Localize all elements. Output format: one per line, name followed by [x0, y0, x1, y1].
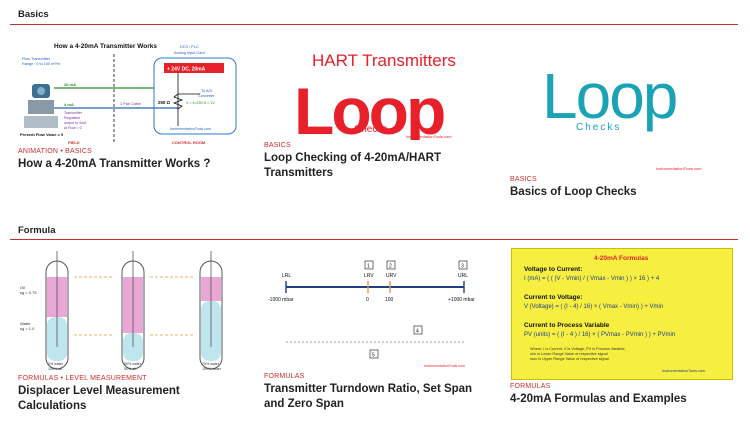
svg-text:2: 2	[389, 264, 392, 270]
post-category[interactable]: FORMULAS • LEVEL MEASUREMENT	[18, 375, 147, 382]
tx-range: Range : 0 to 100 m³/hr	[22, 62, 61, 66]
post-title[interactable]: Transmitter Turndown Ratio, Set Span and…	[264, 383, 473, 410]
section-heading-formula: Formula	[18, 225, 56, 236]
svg-text:Oil: Oil	[20, 285, 25, 290]
svg-text:sg = 1.0: sg = 1.0	[20, 326, 35, 331]
section-heading-basics: Basics	[18, 9, 49, 20]
svg-text:V = 4×250 Ω = 1V: V = 4×250 Ω = 1V	[186, 101, 215, 105]
post-category[interactable]: FORMULAS	[264, 373, 305, 380]
svg-text:To A/D: To A/D	[201, 89, 212, 93]
current-20ma: 20 mA	[64, 82, 76, 87]
svg-text:Transmitter: Transmitter	[64, 111, 83, 115]
post-card[interactable]: How a 4-20mA Transmitter Works Flow Tran…	[18, 36, 244, 172]
post-category[interactable]: BASICS	[264, 142, 291, 149]
post-card[interactable]: Oil sg = 0.75 Water sg = 1.0 0% water 10…	[18, 247, 244, 414]
control-room-label: CONTROL ROOM	[172, 140, 206, 145]
svg-text:5: 5	[372, 353, 375, 359]
svg-text:75% water: 75% water	[202, 362, 220, 366]
post-thumbnail[interactable]: How a 4-20mA Transmitter Works Flow Tran…	[18, 36, 244, 146]
post-category[interactable]: BASICS	[510, 176, 537, 183]
supply-label: + 24V DC, 20mA	[167, 67, 206, 73]
svg-text:Analog Input Card: Analog Input Card	[174, 51, 205, 55]
svg-text:at Flow = 0: at Flow = 0	[64, 126, 82, 130]
svg-text:InstrumentationTools.com: InstrumentationTools.com	[424, 364, 465, 368]
svg-text:-1000 mbar: -1000 mbar	[268, 297, 294, 303]
svg-text:InstrumentationTools.com: InstrumentationTools.com	[406, 134, 452, 139]
post-title[interactable]: Loop Checking of 4-20mA/HART Transmitter…	[264, 152, 441, 179]
hart-loop-logo: HART Transmitters Loop Checks Instrument…	[294, 51, 456, 140]
formula-card: 4-20mA Formulas Voltage to Current: I (m…	[511, 248, 733, 380]
svg-text:100% water: 100% water	[202, 367, 222, 371]
svg-text:+1000 mbar: +1000 mbar	[448, 297, 475, 303]
svg-text:LRL: LRL	[282, 273, 291, 279]
loop-text: Loop	[542, 60, 676, 132]
svg-text:Regulates: Regulates	[64, 116, 80, 120]
svg-text:InstrumentationTools.com: InstrumentationTools.com	[656, 166, 702, 171]
post-card[interactable]: HART Transmitters Loop Checks Instrument…	[264, 36, 490, 181]
svg-text:output to 4mA: output to 4mA	[64, 121, 87, 125]
post-category[interactable]: FORMULAS	[510, 383, 551, 390]
svg-text:URV: URV	[386, 273, 397, 279]
post-category[interactable]: ANIMATION • BASICS	[18, 148, 92, 155]
svg-text:0% water: 0% water	[48, 362, 64, 366]
svg-text:100: 100	[385, 297, 394, 303]
svg-text:sg = 0.75: sg = 0.75	[20, 290, 37, 295]
present-flow: Present Flow Value = 0	[20, 132, 64, 137]
svg-text:URL: URL	[458, 273, 468, 279]
vessel-2	[121, 251, 145, 370]
svg-text:100% oil: 100% oil	[48, 367, 62, 371]
post-thumbnail[interactable]: HART Transmitters Loop Checks Instrument…	[264, 36, 490, 140]
post-card[interactable]: Loop Checks InstrumentationTools.com BAS…	[510, 36, 736, 200]
section-divider	[10, 239, 738, 240]
svg-text:InstrumentationTools.com: InstrumentationTools.com	[170, 127, 211, 131]
post-thumbnail[interactable]: LRL 1 LRV 2 URV 3 URL -1000 mbar 0 100 +…	[264, 247, 490, 371]
checks-text: Checks	[354, 124, 387, 135]
checks-text: Checks	[576, 122, 621, 133]
svg-text:4: 4	[416, 329, 419, 335]
post-title[interactable]: Basics of Loop Checks	[510, 186, 637, 198]
vessel-1	[45, 251, 69, 370]
post-thumbnail[interactable]: 4-20mA Formulas Voltage to Current: I (m…	[510, 247, 736, 381]
svg-text:Converter: Converter	[198, 94, 215, 98]
svg-text:50% water: 50% water	[124, 362, 142, 366]
tx-label: Flow Transmitter	[22, 57, 51, 61]
transmitter-diagram: How a 4-20mA Transmitter Works Flow Tran…	[20, 43, 237, 145]
svg-text:0: 0	[366, 297, 369, 303]
loop-checks-logo: Loop Checks InstrumentationTools.com	[542, 60, 702, 171]
hart-text: HART Transmitters	[312, 51, 456, 70]
loop-text: Loop	[294, 74, 444, 140]
post-title[interactable]: 4-20mA Formulas and Examples	[510, 393, 687, 405]
section-divider	[10, 24, 738, 25]
post-thumbnail[interactable]: Loop Checks InstrumentationTools.com	[510, 36, 736, 172]
post-card[interactable]: 4-20mA Formulas Voltage to Current: I (m…	[510, 247, 736, 407]
diagram-heading: How a 4-20mA Transmitter Works	[54, 43, 157, 50]
post-thumbnail[interactable]: Oil sg = 0.75 Water sg = 1.0 0% water 10…	[18, 247, 244, 373]
turndown-diagram: LRL 1 LRV 2 URV 3 URL -1000 mbar 0 100 +…	[268, 260, 475, 368]
post-title[interactable]: How a 4-20mA Transmitter Works ?	[18, 158, 211, 170]
current-4ma: 4 mA	[64, 102, 74, 107]
pair-cable: 1 Pair Cable	[120, 102, 141, 106]
displacer-diagram: Oil sg = 0.75 Water sg = 1.0 0% water 10…	[20, 251, 223, 371]
svg-text:1: 1	[367, 264, 370, 270]
resistor-label: 250 Ω	[158, 100, 171, 105]
field-label: FIELD	[68, 140, 80, 145]
svg-text:Water: Water	[20, 321, 31, 326]
vessel-3	[199, 251, 223, 370]
svg-text:3: 3	[461, 264, 464, 270]
svg-text:50% oil: 50% oil	[124, 367, 136, 371]
svg-text:DCS / PLC: DCS / PLC	[180, 45, 199, 49]
svg-text:LRV: LRV	[364, 273, 374, 279]
post-card[interactable]: LRL 1 LRV 2 URV 3 URL -1000 mbar 0 100 +…	[264, 247, 490, 412]
post-title[interactable]: Displacer Level Measurement Calculations	[18, 385, 180, 412]
formula-heading: 4-20mA Formulas	[594, 255, 649, 262]
